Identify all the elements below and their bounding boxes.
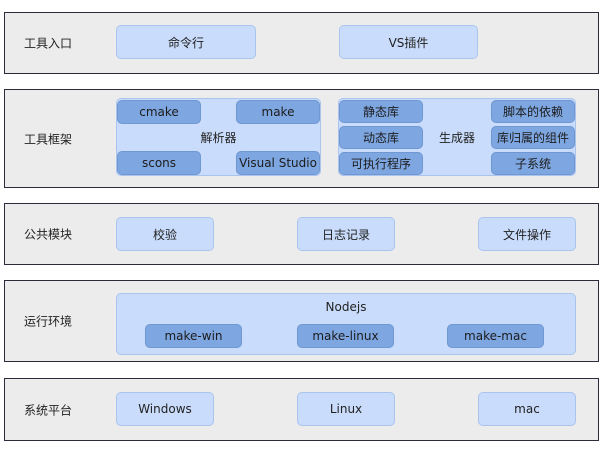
generator-static-lib: 静态库 <box>339 100 423 123</box>
parser-group-label: 解析器 <box>200 130 237 145</box>
layer-label-tool-framework: 工具框架 <box>24 132 73 146</box>
generator-executable: 可执行程序 <box>339 152 423 175</box>
layer-tool-framework: 工具框架 解析器 cmake make scons Visual Studio … <box>4 89 599 188</box>
parser-cmake: cmake <box>117 100 201 124</box>
runtime-make-mac: make-mac <box>447 324 544 348</box>
generator-script-deps: 脚本的依赖 <box>491 100 575 123</box>
parser-scons: scons <box>117 151 201 175</box>
layer-label-tool-entry: 工具入口 <box>24 36 73 51</box>
common-file-ops: 文件操作 <box>478 217 576 251</box>
parser-visual-studio: Visual Studio <box>236 151 320 175</box>
layer-tool-entry: 工具入口 命令行 VS插件 <box>4 12 599 74</box>
layer-label-common-modules: 公共模块 <box>24 227 73 242</box>
common-logging: 日志记录 <box>297 217 395 251</box>
platform-mac: mac <box>478 392 576 426</box>
layer-system-platform: 系统平台 Windows Linux mac <box>4 378 599 441</box>
generator-subsystem: 子系统 <box>491 152 575 175</box>
platform-linux: Linux <box>297 392 395 426</box>
layer-common-modules: 公共模块 校验 日志记录 文件操作 <box>4 203 599 265</box>
parser-make: make <box>236 100 320 124</box>
common-validation: 校验 <box>116 217 214 251</box>
layer-label-runtime: 运行环境 <box>24 314 73 329</box>
runtime-nodejs-label: Nodejs <box>325 300 367 314</box>
entry-vs-plugin: VS插件 <box>339 25 478 59</box>
entry-command-line: 命令行 <box>116 25 256 59</box>
runtime-make-linux: make-linux <box>297 324 394 348</box>
layer-label-system-platform: 系统平台 <box>24 403 73 417</box>
generator-group-label: 生成器 <box>438 130 475 145</box>
layer-runtime: 运行环境 Nodejs make-win make-linux make-mac <box>4 280 599 362</box>
generator-lib-component: 库归属的组件 <box>491 126 575 149</box>
platform-windows: Windows <box>116 392 214 426</box>
generator-dynamic-lib: 动态库 <box>339 126 423 149</box>
runtime-make-win: make-win <box>145 324 242 348</box>
